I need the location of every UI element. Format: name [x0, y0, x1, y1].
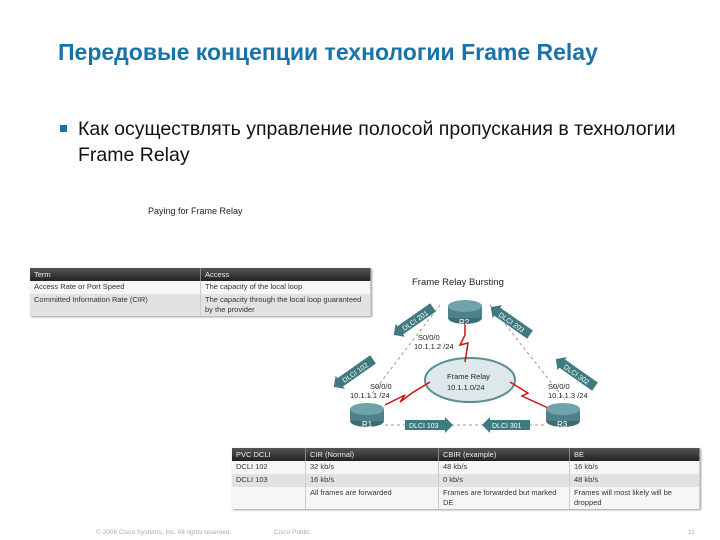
cell: Committed Information Rate (CIR)	[30, 294, 201, 316]
dlci-arrow: DLCI 301	[482, 417, 530, 433]
serial-links	[384, 318, 549, 409]
page-number: 11	[688, 529, 695, 536]
cell: DCLI 102	[232, 461, 306, 474]
paying-caption: Paying for Frame Relay	[148, 206, 243, 216]
dlci-arrow: DLCI 103	[405, 417, 453, 433]
ip-label: 10.1.1.1 /24	[350, 391, 390, 400]
interface-label: S0/0/0	[370, 382, 392, 391]
interface-label: S0/0/0	[548, 382, 570, 391]
router-r2-icon	[448, 300, 482, 324]
cell: 48 kb/s	[569, 474, 700, 487]
dlci-arrow: DLCI 203	[490, 305, 533, 339]
cell: DCLI 103	[232, 474, 306, 487]
cell: All frames are forwarded	[305, 487, 439, 509]
cell: The capacity of the local loop	[200, 281, 371, 294]
cloud-label: Frame Relay	[447, 372, 490, 381]
bullet-text: Как осуществлять управление полосой проп…	[78, 118, 676, 166]
router-label: R2	[459, 318, 470, 327]
classification: Cisco Public	[274, 529, 310, 536]
cell: 32 kb/s	[305, 461, 439, 474]
slide-title: Передовые концепции технологии Frame Rel…	[58, 39, 598, 65]
cloud-icon	[424, 357, 516, 403]
cell: The capacity through the local loop guar…	[200, 294, 371, 316]
table-row: Committed Information Rate (CIR)The capa…	[30, 294, 371, 316]
cell: 0 kb/s	[438, 474, 570, 487]
col-header: CIR (Normal)	[305, 448, 439, 461]
cell: 16 kb/s	[305, 474, 439, 487]
interface-label: S0/0/0	[418, 333, 440, 342]
router-r1-icon	[350, 403, 384, 427]
copyright: © 2006 Cisco Systems, Inc. All rights re…	[96, 529, 232, 536]
col-header: PVC DCLI	[232, 448, 306, 461]
cloud-subnet: 10.1.1.0/24	[447, 383, 485, 392]
col-header: Access	[200, 268, 371, 281]
col-header: BE	[569, 448, 700, 461]
svg-text:DLCI 103: DLCI 103	[409, 423, 439, 430]
cell: Access Rate or Port Speed	[30, 281, 201, 294]
router-label: R1	[362, 420, 373, 429]
col-header: CBIR (example)	[438, 448, 570, 461]
cell	[232, 487, 306, 509]
diagram-caption: Frame Relay Bursting	[412, 277, 504, 288]
ip-label: 10.1.1.3 /24	[548, 391, 588, 400]
cell: Frames are forwarded but marked DE	[438, 487, 570, 509]
cell: 48 kb/s	[438, 461, 570, 474]
cell: Frames will most likely will be dropped	[569, 487, 700, 509]
ip-label: 10.1.1.2 /24	[414, 342, 454, 351]
bullet-item: Как осуществлять управление полосой проп…	[58, 116, 698, 168]
col-header: Term	[30, 268, 201, 281]
bullet-icon	[60, 125, 67, 132]
cell: 16 kb/s	[569, 461, 700, 474]
router-label: R3	[557, 420, 568, 429]
svg-text:DLCI 301: DLCI 301	[492, 423, 522, 430]
router-r3-icon	[546, 403, 580, 427]
